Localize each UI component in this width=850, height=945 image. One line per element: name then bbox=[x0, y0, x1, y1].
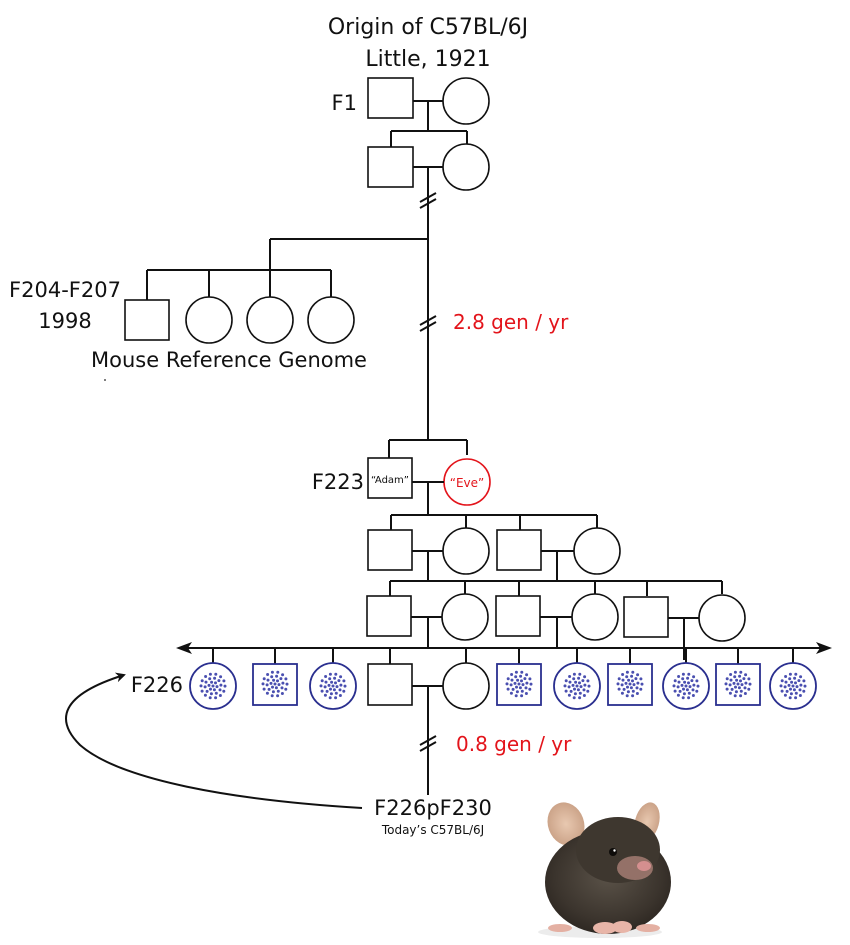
rate-early: 2.8 gen / yr bbox=[453, 310, 569, 334]
title-line1: Origin of C57BL/6J bbox=[328, 15, 528, 40]
f226-individual bbox=[553, 648, 601, 710]
f226-individual bbox=[607, 648, 653, 706]
male-symbol bbox=[124, 299, 170, 341]
f226-individual bbox=[715, 648, 761, 706]
gen-label-f223: F223 bbox=[312, 470, 364, 494]
f226-individual bbox=[189, 648, 237, 710]
f226-individual bbox=[769, 648, 817, 710]
gen-label-f1: F1 bbox=[332, 91, 357, 115]
generation-break-icon bbox=[419, 192, 437, 209]
female-symbol bbox=[442, 662, 490, 710]
f226-row bbox=[189, 648, 817, 710]
female-symbol bbox=[442, 527, 490, 575]
eve-label: “Eve” bbox=[450, 476, 485, 490]
return-arrow bbox=[65, 672, 363, 809]
cryopreserved-embryos-icon bbox=[724, 670, 752, 698]
female-symbol bbox=[246, 296, 294, 344]
cryopreserved-embryos-icon bbox=[616, 670, 644, 698]
f226-individual bbox=[496, 648, 542, 706]
male-symbol bbox=[496, 529, 542, 571]
cryopreserved-embryos-icon bbox=[505, 670, 533, 698]
gen-label-f204: F204-F207 bbox=[9, 278, 121, 302]
gen-label-f204-year: 1998 bbox=[38, 309, 91, 333]
f226-individual bbox=[309, 648, 357, 710]
mouse-photo bbox=[538, 802, 671, 938]
f226-individual bbox=[442, 648, 490, 710]
male-symbol bbox=[366, 595, 412, 637]
male-symbol bbox=[367, 663, 413, 706]
today-generation-label: F226pF230 bbox=[374, 796, 492, 820]
female-symbol bbox=[698, 594, 746, 642]
female-symbol bbox=[441, 593, 489, 641]
adam-label: “Adam” bbox=[371, 475, 409, 486]
title-line2: Little, 1921 bbox=[365, 47, 490, 72]
generation-break-icon bbox=[419, 735, 437, 752]
female-symbol bbox=[571, 593, 619, 641]
male-symbol bbox=[607, 663, 653, 706]
f226-individual bbox=[367, 648, 413, 706]
reference-genome-caption: Mouse Reference Genome bbox=[91, 348, 367, 372]
male-symbol bbox=[623, 596, 669, 638]
female-symbol bbox=[307, 296, 355, 344]
cryopreserved-embryos-icon bbox=[199, 672, 227, 700]
male-symbol bbox=[495, 595, 541, 637]
adam-symbol bbox=[367, 457, 413, 499]
cryopreserved-embryos-icon bbox=[672, 672, 700, 700]
f226-individual bbox=[252, 648, 298, 706]
today-caption: Today’s C57BL/6J bbox=[381, 823, 484, 837]
gen-label-f226: F226 bbox=[131, 673, 183, 697]
female-symbol bbox=[573, 527, 621, 575]
arrow-right-icon bbox=[816, 642, 832, 654]
male-symbol bbox=[367, 77, 414, 119]
f226-individual bbox=[662, 648, 710, 710]
female-symbol bbox=[442, 143, 490, 191]
male-symbol bbox=[367, 529, 413, 571]
female-symbol bbox=[185, 296, 233, 344]
arrow-left-icon bbox=[176, 642, 192, 654]
rate-late: 0.8 gen / yr bbox=[456, 732, 572, 756]
male-symbol bbox=[367, 146, 414, 188]
stray-dot bbox=[104, 379, 106, 381]
cryopreserved-embryos-icon bbox=[261, 670, 289, 698]
generation-break-icon bbox=[419, 315, 437, 332]
cryopreserved-embryos-icon bbox=[319, 672, 347, 700]
cryopreserved-embryos-icon bbox=[563, 672, 591, 700]
cryopreserved-embryos-icon bbox=[779, 672, 807, 700]
female-symbol bbox=[442, 77, 490, 125]
